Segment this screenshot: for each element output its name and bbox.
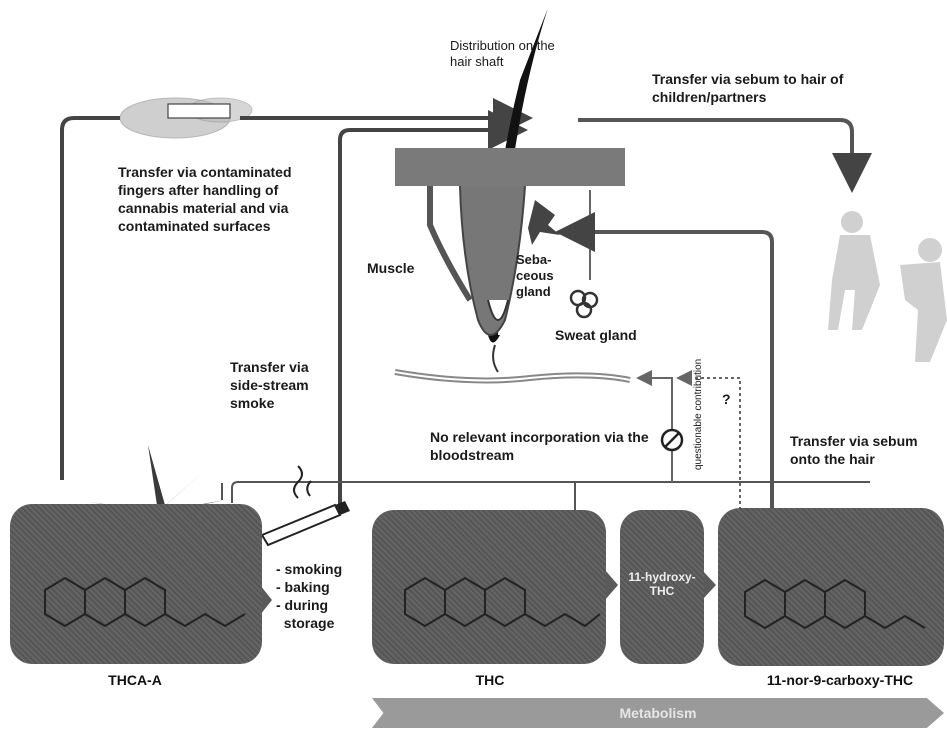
label-side-stream: Transfer via side-stream smoke [230,358,320,412]
caption-hydroxy: 11-hydroxy-THC [622,570,702,598]
caption-thc: THC [440,672,540,688]
label-no-incorporation: No relevant incorporation via the bloods… [430,428,670,464]
label-sweat-gland: Sweat gland [555,326,637,344]
label-muscle: Muscle [367,259,414,277]
caption-thca: THCA-A [60,672,210,688]
label-distribution: Distribution on the hair shaft [450,38,570,70]
metabolism-banner: Metabolism [372,698,944,728]
label-processes: - smoking - baking - during storage [276,560,376,632]
label-transfer-fingers: Transfer via contaminated fingers after … [118,163,318,235]
label-questionable: questionable contribution [690,359,708,470]
label-sebum-children: Transfer via sebum to hair of children/p… [652,70,852,106]
caption-carboxy: 11-nor-9-carboxy-THC [740,672,940,688]
metabolism-label: Metabolism [619,705,696,721]
label-sebum-hair: Transfer via sebum onto the hair [790,432,940,468]
label-question-mark: ? [722,390,731,408]
label-sebaceous: Seba- ceous gland [516,252,566,300]
